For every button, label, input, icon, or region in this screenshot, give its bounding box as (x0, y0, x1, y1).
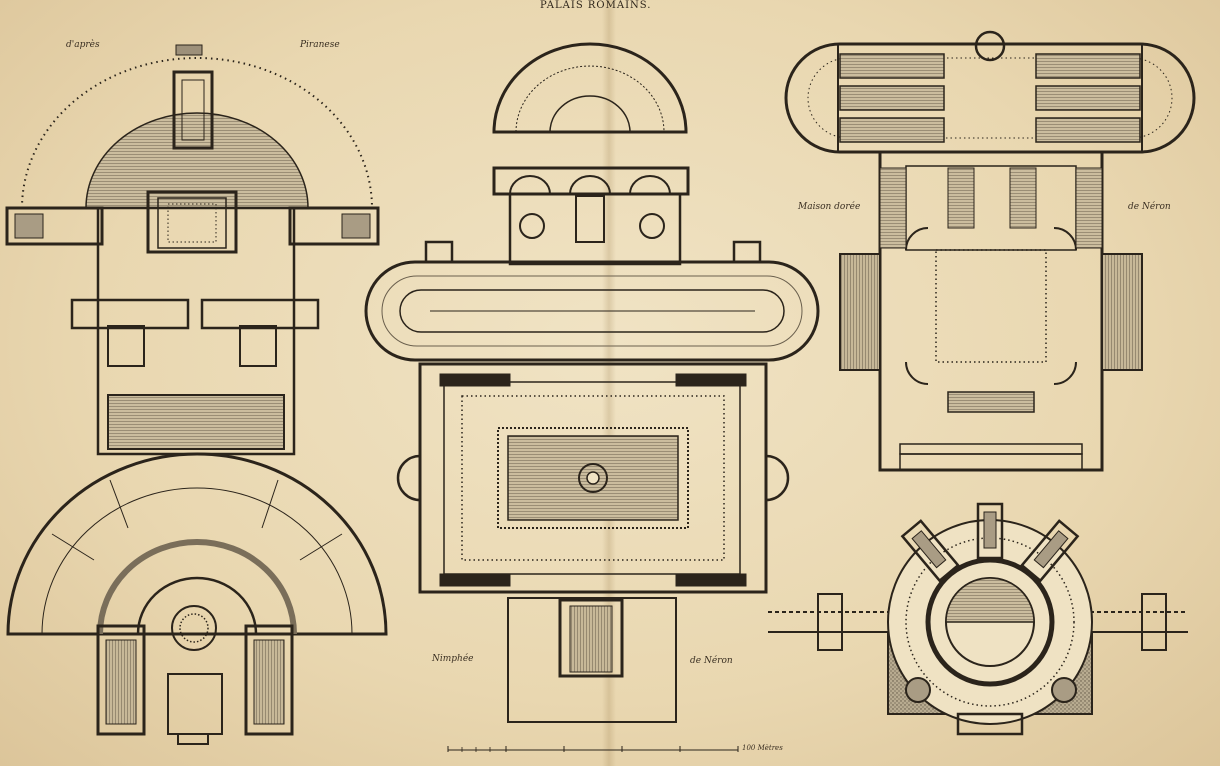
domus-aurea-plan (784, 30, 1196, 472)
left-palace-plan (5, 44, 388, 745)
caption-de-neron-center: de Néron (690, 656, 733, 666)
caption-dapres: d'après (66, 40, 100, 50)
center-palace-plan (364, 42, 820, 723)
rotunda-plan (768, 502, 1188, 736)
caption-nimphee: Nimphée (432, 654, 474, 664)
scale-label: 100 Mètres (742, 744, 783, 752)
plate-title: PALAIS ROMAINS. (540, 0, 652, 11)
caption-piranese: Piranese (300, 40, 340, 50)
scale-bar (447, 746, 739, 752)
caption-maison-doree: Maison dorée (798, 202, 861, 212)
caption-de-neron-right: de Néron (1128, 202, 1171, 212)
